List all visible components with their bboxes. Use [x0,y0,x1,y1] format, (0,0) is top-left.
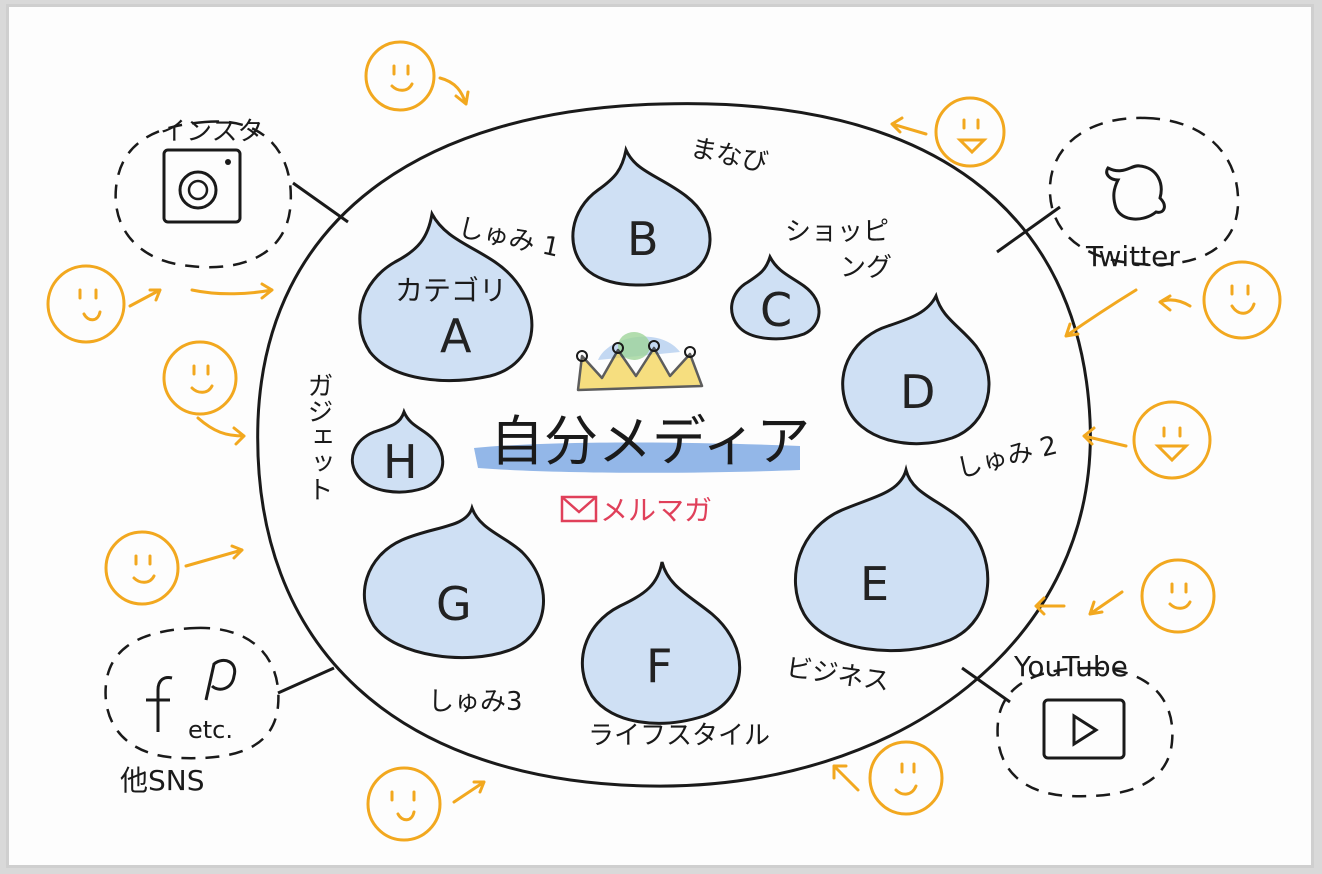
category-c-note-line1: ショッピ [785,217,889,247]
facebook-icon [146,676,173,732]
category-b-note: まなび [688,133,771,179]
title-highlight [474,442,800,473]
category-g-letter: G [436,577,472,631]
connector-other-sns [277,666,335,695]
other-sns-group: etc. 他SNS [104,626,280,797]
category-e-note: ビジネス [784,653,891,697]
category-c-letter: C [760,283,792,337]
category-a-letter: A [440,309,472,363]
media-circle [256,102,1092,788]
category-f: F [580,561,742,725]
connector-instagram [292,181,349,224]
smiley-icon [46,264,274,344]
crown-icon [576,332,704,392]
smiley-icon [1082,400,1212,480]
category-g: G [362,503,545,660]
connector-twitter [996,205,1061,254]
smiley-icon [366,766,486,842]
youtube-label: YouTube [1013,650,1128,683]
twitter-group: Twitter [1048,116,1240,273]
category-f-note: ライフスタイル [588,721,770,751]
instagram-label: インスタ [160,117,263,147]
category-h: H [351,407,445,494]
category-b-letter: B [627,212,659,266]
connector-youtube [961,666,1011,704]
category-d: D [841,291,991,446]
other-sns-etc: etc. [188,716,233,744]
category-a-label: カテゴリ [395,274,507,307]
category-h-note: ガジェット [303,372,333,502]
category-c: C [730,253,821,341]
page-title: 自分メディア [490,410,810,473]
twitter-bird-icon [1105,164,1166,221]
smiley-icon [1034,558,1216,634]
category-h-letter: H [383,435,418,489]
youtube-play-icon [1042,698,1126,760]
category-g-note: しゅみ3 [428,687,523,717]
smiley-icon [104,530,244,606]
mail-icon [560,495,598,523]
category-d-letter: D [900,365,935,419]
smiley-icon [364,40,470,112]
category-b: B [571,145,712,287]
category-d-note: しゅみ 2 [953,431,1060,485]
smiley-icon [832,740,944,816]
youtube-group: YouTube [996,650,1174,798]
pinterest-icon [204,659,237,701]
category-e: E [794,464,990,653]
smiley-icon [162,340,246,446]
smiley-icon [890,96,1006,168]
visitors [46,40,1282,842]
newsletter-label: メルマガ [600,494,712,527]
category-f-letter: F [646,639,672,693]
instagram-group: インスタ [114,117,293,269]
twitter-label: Twitter [1085,240,1180,273]
category-c-note-line2: ング [840,253,892,283]
smiley-icon [1064,260,1282,340]
other-sns-label: 他SNS [120,764,205,797]
category-e-letter: E [860,557,889,611]
instagram-icon [162,148,242,224]
category-a: カテゴリ A [358,209,534,382]
